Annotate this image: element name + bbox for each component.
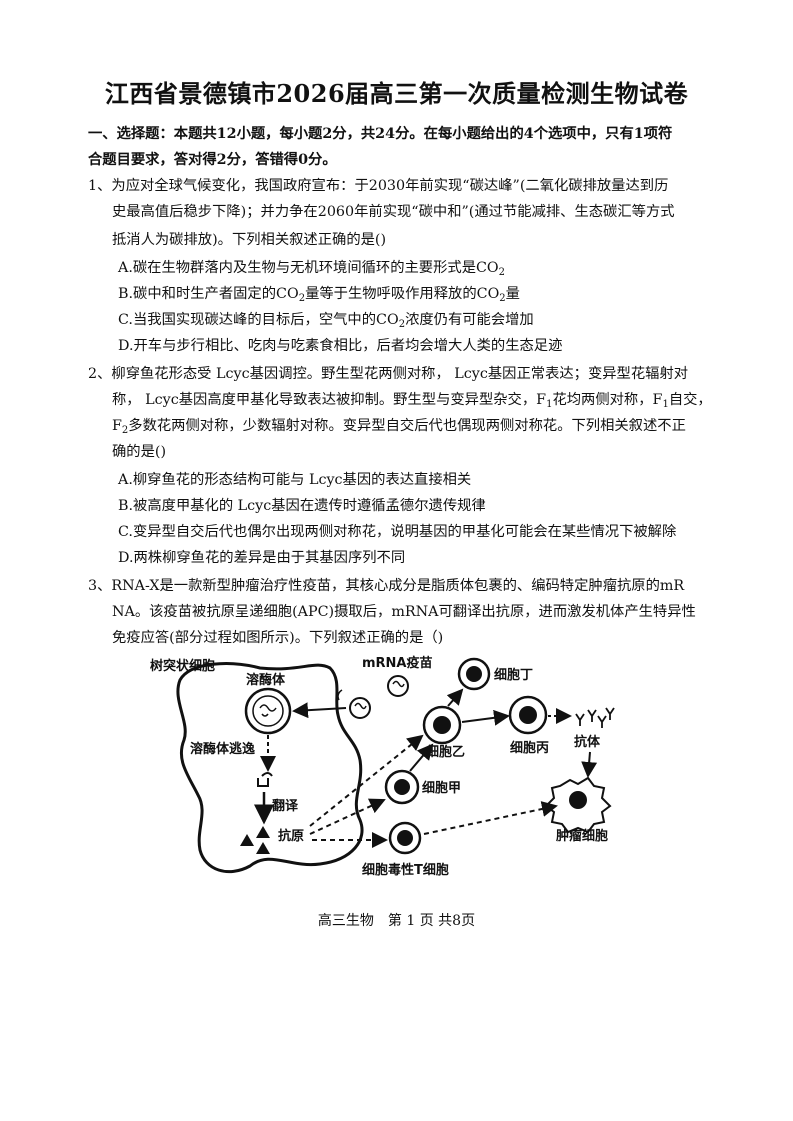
vaccine-particle-2: [349, 697, 371, 719]
label-lysosome-escape: 溶酶体逃逸: [190, 741, 255, 757]
label-lysosome: 溶酶体: [246, 672, 286, 688]
q2-option-b: B.被高度甲基化的 Lcyc基因在遗传时遵循孟德尔遗传规律: [118, 498, 486, 514]
arrow-antibody-to-tumor: [581, 751, 598, 778]
cell-ding-nucleus: [466, 666, 482, 682]
exam-title: 江西省景德镇市2026届高三第一次质量检测生物试卷: [104, 79, 689, 108]
arrow-yi-to-bing: [461, 709, 510, 726]
label-translation: 翻译: [272, 798, 299, 814]
antigen-triangle-2: [256, 826, 270, 838]
cell-bing-nucleus: [519, 706, 537, 724]
cell-yi: [422, 705, 462, 745]
cell-jia-nucleus: [394, 779, 410, 795]
label-cell-jia: 细胞甲: [422, 780, 461, 796]
label-cytotoxic-t-cell: 细胞毒性T细胞: [362, 862, 449, 878]
cell-ding: [457, 657, 491, 691]
label-cell-yi: 细胞乙: [426, 744, 465, 760]
antigen-triangle-1: [240, 834, 254, 846]
vaccine-particle-1: [387, 675, 409, 697]
page-footer: 高三生物 第 1 页 共8页: [317, 913, 476, 929]
cell-jia: [384, 769, 420, 805]
q2-stem-line-3: F2多数花两侧对称，少数辐射对称。变异型自交后代也偶现两侧对称花。下列相关叙述不…: [112, 418, 686, 436]
q3-stem-line-3: 免疫应答(部分过程如图所示)。下列叙述正确的是（): [112, 630, 444, 646]
section-instruction-line-1: 一、选择题：本题共12小题，每小题2分，共24分。在每小题给出的4个选项中，只有…: [88, 126, 673, 142]
cell-yi-nucleus: [433, 716, 451, 734]
label-cell-bing: 细胞丙: [510, 740, 549, 756]
arrow-vaccine-to-lysosome: [292, 702, 347, 719]
q2-stem-line-1: 2、柳穿鱼花形态受 Lcyc基因调控。野生型花两侧对称， Lcyc基因正常表达；…: [88, 366, 689, 382]
label-antibody: 抗体: [574, 734, 601, 750]
q1-option-b: B.碳中和时生产者固定的CO2量等于生物呼吸作用释放的CO2量: [118, 286, 520, 304]
lysosome-mrna-squiggle: [259, 704, 277, 717]
q1-stem-line-2: 史最高值后稳步下降)；并力争在2060年前实现“碳中和”(通过节能减排、生态碳汇…: [112, 204, 675, 220]
label-mrna-vaccine: mRNA疫苗: [362, 655, 433, 671]
q1-stem-line-3: 抵消人为碳排放)。下列相关叙述正确的是(): [112, 232, 387, 248]
arrow-jia-to-yi: [409, 743, 434, 772]
lysosome-inner: [252, 695, 284, 727]
q1-option-c: C.当我国实现碳达峰的目标后，空气中的CO2浓度仍有可能会增加: [118, 312, 534, 330]
section-instruction-line-2: 合题目要求，答对得2分，答错得0分。: [88, 152, 337, 168]
lysosome-outer: [244, 687, 292, 735]
tumor-cell-nucleus: [569, 791, 587, 809]
arrow-ctl-to-tumor: [423, 801, 558, 835]
q2-stem-line-2: 称， Lcyc基因高度甲基化导致表达被抑制。野生型与变异型杂交，F1花均两侧对称…: [112, 392, 712, 410]
vaccine-particle-1-rna: [392, 680, 405, 688]
q2-option-c: C.变异型自交后代也偶尔出现两侧对称花，说明基因的甲基化可能会在某些情况下被解除: [118, 524, 677, 540]
arrow-antigen-to-yi: [309, 734, 424, 827]
label-dendritic-cell: 树突状细胞: [150, 658, 215, 674]
q3-stem-line-2: NA。该疫苗被抗原呈递细胞(APC)摄取后，mRNA可翻译出抗原，进而激发机体产…: [112, 604, 696, 620]
label-cell-ding: 细胞丁: [494, 667, 533, 683]
released-mrna-strand: [257, 772, 273, 787]
cell-bing: [508, 695, 548, 735]
cell-ctl-nucleus: [397, 830, 413, 846]
q1-stem-line-1: 1、为应对全球气候变化，我国政府宣布：于2030年前实现“碳达峰”(二氧化碳排放…: [88, 178, 669, 194]
q2-stem-line-4: 确的是(): [112, 444, 167, 460]
q2-option-d: D.两株柳穿鱼花的差异是由于其基因序列不同: [118, 550, 406, 566]
arrow-yi-to-ding: [446, 688, 464, 707]
vaccine-particle-2-rna: [354, 702, 367, 710]
cell-ctl: [388, 821, 422, 855]
vaccine-bracket: [337, 689, 343, 701]
q2-option-a: A.柳穿鱼花的形态结构可能与 Lcyc基因的表达直接相关: [118, 472, 472, 488]
antigen-triangle-3: [256, 842, 270, 854]
label-tumor-cell: 肿瘤细胞: [556, 828, 608, 844]
label-antigen: 抗原: [278, 828, 304, 844]
q1-option-d: D.开车与步行相比、吃肉与吃素食相比，后者均会增大人类的生态足迹: [118, 338, 563, 354]
dendritic-cell-outline: [176, 662, 364, 874]
q1-option-a: A.碳在生物群落内及生物与无机环境间循环的主要形式是CO2: [118, 260, 506, 278]
q3-stem-line-1: 3、RNA-X是一款新型肿瘤治疗性疫苗，其核心成分是脂质体包裹的、编码特定肿瘤抗…: [88, 578, 685, 594]
antibody-molecules: [575, 707, 615, 728]
arrow-antigen-to-jia: [309, 798, 386, 835]
